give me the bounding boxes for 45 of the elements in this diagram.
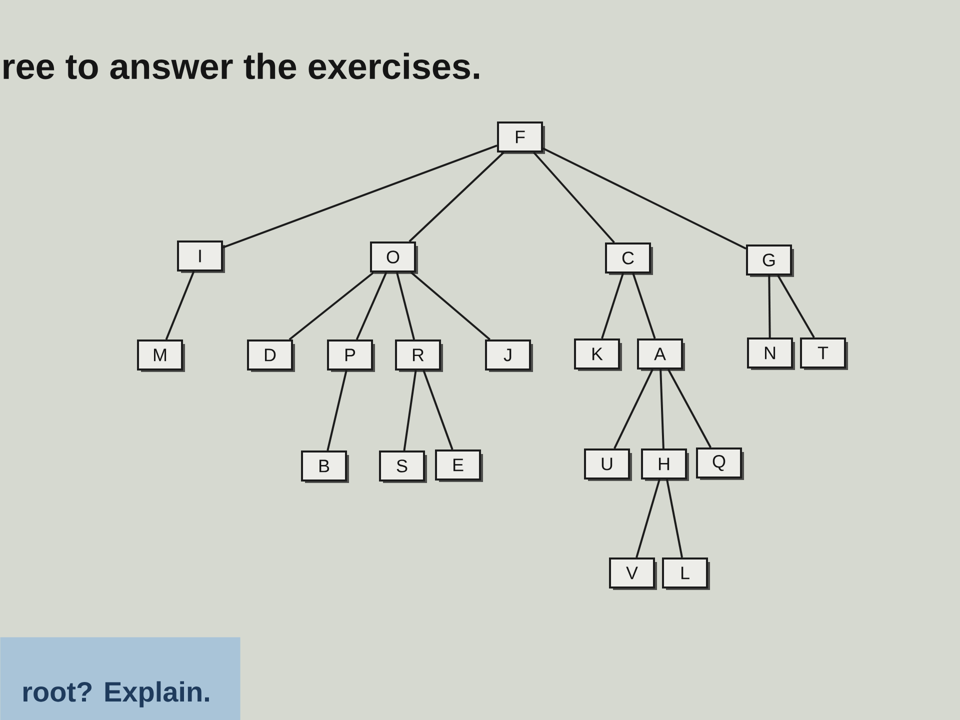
connector-line <box>326 370 348 451</box>
tree-node-box: E <box>435 450 483 482</box>
tree-node-box: S <box>379 450 427 483</box>
connector-line <box>533 152 615 244</box>
connector-line <box>636 479 660 558</box>
connector-line <box>666 479 683 558</box>
tree-node-box: U <box>584 448 632 481</box>
tree-node-box: B <box>301 450 349 483</box>
connector-line <box>165 271 195 340</box>
tree-node-box: T <box>800 338 848 370</box>
tree-node-box: M <box>137 340 185 372</box>
tree-node-box: F <box>497 122 545 154</box>
connector-line <box>668 369 712 448</box>
tree-node-box: I <box>177 240 225 273</box>
tree-node-box: G <box>746 244 794 277</box>
connector-line <box>222 144 498 248</box>
tree-node-box: D <box>247 340 295 372</box>
connector-line <box>632 273 656 339</box>
tree-node-box: J <box>485 340 533 372</box>
tree-node-box: O <box>370 242 418 274</box>
tree-node-box: A <box>637 338 685 371</box>
connector-line <box>542 147 746 250</box>
connector-line <box>288 272 374 340</box>
tree-node-box: L <box>662 558 710 590</box>
connector-line <box>601 273 624 339</box>
connector-line <box>768 275 771 338</box>
tree-node-box: V <box>609 558 657 590</box>
tree-node-box: H <box>641 448 689 481</box>
tree-node-box: N <box>747 338 795 370</box>
instruction-text: ree to answer the exercises. <box>4 52 479 80</box>
connector-line <box>396 272 416 340</box>
connector-line <box>403 370 417 451</box>
connector-line <box>356 272 388 340</box>
tree-node-box: C <box>605 242 653 275</box>
connector-line <box>408 152 504 242</box>
tree-node-box: R <box>395 340 443 372</box>
connector-line <box>410 272 490 340</box>
tree-node-box: Q <box>696 448 744 480</box>
connector-line <box>777 275 815 338</box>
connector-line <box>422 370 454 450</box>
tree-node-box: K <box>574 338 622 371</box>
question-panel: root? Explain. <box>0 637 240 720</box>
connector-line <box>614 369 654 449</box>
tree-node-box: P <box>327 340 375 372</box>
connector-line <box>660 369 664 449</box>
